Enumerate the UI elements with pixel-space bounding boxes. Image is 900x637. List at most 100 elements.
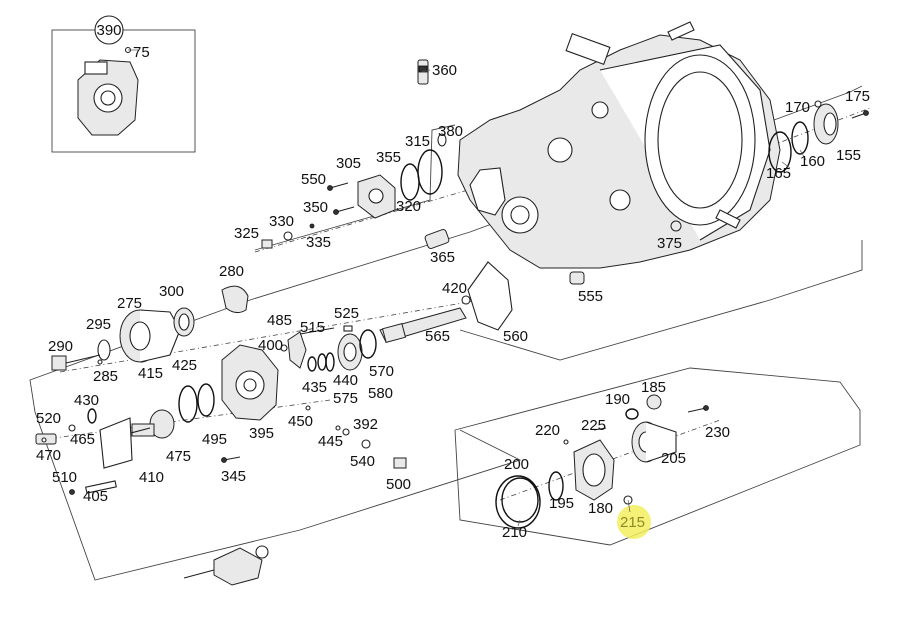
part-290-bolt[interactable] xyxy=(51,354,101,371)
label-165[interactable]: 165 xyxy=(766,165,791,182)
part-440-ring[interactable] xyxy=(317,353,327,371)
label-315[interactable]: 315 xyxy=(405,133,430,150)
label-435[interactable]: 435 xyxy=(302,379,327,396)
part-430-ring[interactable] xyxy=(87,408,97,424)
label-285[interactable]: 285 xyxy=(93,368,118,385)
part-580-ring[interactable] xyxy=(359,329,377,359)
part-205-flange[interactable] xyxy=(631,421,677,463)
part-185-plug[interactable] xyxy=(646,394,662,410)
label-185[interactable]: 185 xyxy=(641,379,666,396)
label-155[interactable]: 155 xyxy=(836,147,861,164)
part-410-bracket[interactable] xyxy=(99,417,133,469)
label-450[interactable]: 450 xyxy=(288,413,313,430)
part-475-piston[interactable] xyxy=(131,409,175,439)
label-350[interactable]: 350 xyxy=(303,199,328,216)
part-155-flange[interactable] xyxy=(813,103,839,145)
part-540-ring[interactable] xyxy=(361,439,371,449)
label-555[interactable]: 555 xyxy=(578,288,603,305)
label-400[interactable]: 400 xyxy=(258,337,283,354)
label-420[interactable]: 420 xyxy=(442,280,467,297)
label-485[interactable]: 485 xyxy=(267,312,292,329)
label-300[interactable]: 300 xyxy=(159,283,184,300)
part-500-nut[interactable] xyxy=(393,457,407,469)
label-280[interactable]: 280 xyxy=(219,263,244,280)
label-495[interactable]: 495 xyxy=(202,431,227,448)
label-390[interactable]: 390 xyxy=(96,22,121,39)
label-430[interactable]: 430 xyxy=(74,392,99,409)
part-392-ring[interactable] xyxy=(342,428,350,436)
part-570-bearing[interactable] xyxy=(337,333,363,371)
label-550[interactable]: 550 xyxy=(301,171,326,188)
part-335-pin[interactable] xyxy=(309,223,315,229)
label-525[interactable]: 525 xyxy=(334,305,359,322)
part-200-ring[interactable] xyxy=(501,477,539,523)
part-220-stud[interactable] xyxy=(563,439,569,445)
part-190-ring[interactable] xyxy=(625,408,639,420)
label-200[interactable]: 200 xyxy=(504,456,529,473)
label-230[interactable]: 230 xyxy=(705,424,730,441)
part-495-ring[interactable] xyxy=(197,383,215,417)
label-510[interactable]: 510 xyxy=(52,469,77,486)
part-555-sleeve[interactable] xyxy=(569,271,585,285)
label-335[interactable]: 335 xyxy=(306,234,331,251)
part-390-housing-drawing[interactable] xyxy=(77,46,139,136)
part-485-fork[interactable] xyxy=(287,331,307,369)
label-305[interactable]: 305 xyxy=(336,155,361,172)
label-195[interactable]: 195 xyxy=(549,495,574,512)
label-290[interactable]: 290 xyxy=(48,338,73,355)
part-450-pin[interactable] xyxy=(305,405,311,411)
label-295[interactable]: 295 xyxy=(86,316,111,333)
label-570[interactable]: 570 xyxy=(369,363,394,380)
part-165-ring[interactable] xyxy=(768,131,792,173)
label-560[interactable]: 560 xyxy=(503,328,528,345)
label-445[interactable]: 445 xyxy=(318,433,343,450)
label-375[interactable]: 375 xyxy=(657,235,682,252)
part-565-shaft[interactable] xyxy=(379,307,467,343)
part-280-clamp[interactable] xyxy=(221,285,249,314)
part-175-bolt[interactable] xyxy=(851,110,869,119)
part-575-ring[interactable] xyxy=(325,352,335,372)
label-180[interactable]: 180 xyxy=(588,500,613,517)
part-445-pin[interactable] xyxy=(335,425,341,431)
part-345-bolt[interactable] xyxy=(221,456,241,463)
part-195-ring[interactable] xyxy=(548,471,564,501)
part-355-ring[interactable] xyxy=(400,163,420,201)
label-575[interactable]: 575 xyxy=(333,390,358,407)
part-230-bolt[interactable] xyxy=(687,405,709,413)
label-475[interactable]: 475 xyxy=(166,448,191,465)
part-170-o-ring[interactable] xyxy=(814,100,822,108)
label-220[interactable]: 220 xyxy=(535,422,560,439)
part-420-washer[interactable] xyxy=(461,295,471,305)
part-285-washer[interactable] xyxy=(97,359,103,365)
label-520[interactable]: 520 xyxy=(36,410,61,427)
part-380-seal[interactable] xyxy=(437,133,447,147)
label-540[interactable]: 540 xyxy=(350,453,375,470)
part-325-plug[interactable] xyxy=(261,239,273,249)
label-320[interactable]: 320 xyxy=(396,198,421,215)
part-560-gasket[interactable] xyxy=(467,261,513,331)
part-210-ring[interactable] xyxy=(495,475,541,529)
part-375-nut[interactable] xyxy=(670,220,682,232)
label-215[interactable]: 215 xyxy=(620,514,645,531)
label-330[interactable]: 330 xyxy=(269,213,294,230)
label-160[interactable]: 160 xyxy=(800,153,825,170)
part-295-washer[interactable] xyxy=(97,339,111,361)
part-305-cover[interactable] xyxy=(357,174,396,219)
part-515-spring[interactable] xyxy=(299,327,335,335)
label-415[interactable]: 415 xyxy=(138,365,163,382)
label-465[interactable]: 465 xyxy=(70,431,95,448)
label-470[interactable]: 470 xyxy=(36,447,61,464)
label-275[interactable]: 275 xyxy=(117,295,142,312)
label-75[interactable]: 75 xyxy=(133,44,150,61)
part-225-bolt[interactable] xyxy=(593,427,607,431)
label-225[interactable]: 225 xyxy=(581,417,606,434)
label-205[interactable]: 205 xyxy=(661,450,686,467)
label-410[interactable]: 410 xyxy=(139,469,164,486)
bottom-valve-drawing[interactable] xyxy=(183,545,269,586)
label-190[interactable]: 190 xyxy=(605,391,630,408)
label-365[interactable]: 365 xyxy=(430,249,455,266)
label-515[interactable]: 515 xyxy=(300,319,325,336)
part-395-housing[interactable] xyxy=(221,344,279,421)
gearbox-housing-drawing[interactable] xyxy=(457,21,781,269)
label-360[interactable]: 360 xyxy=(432,62,457,79)
